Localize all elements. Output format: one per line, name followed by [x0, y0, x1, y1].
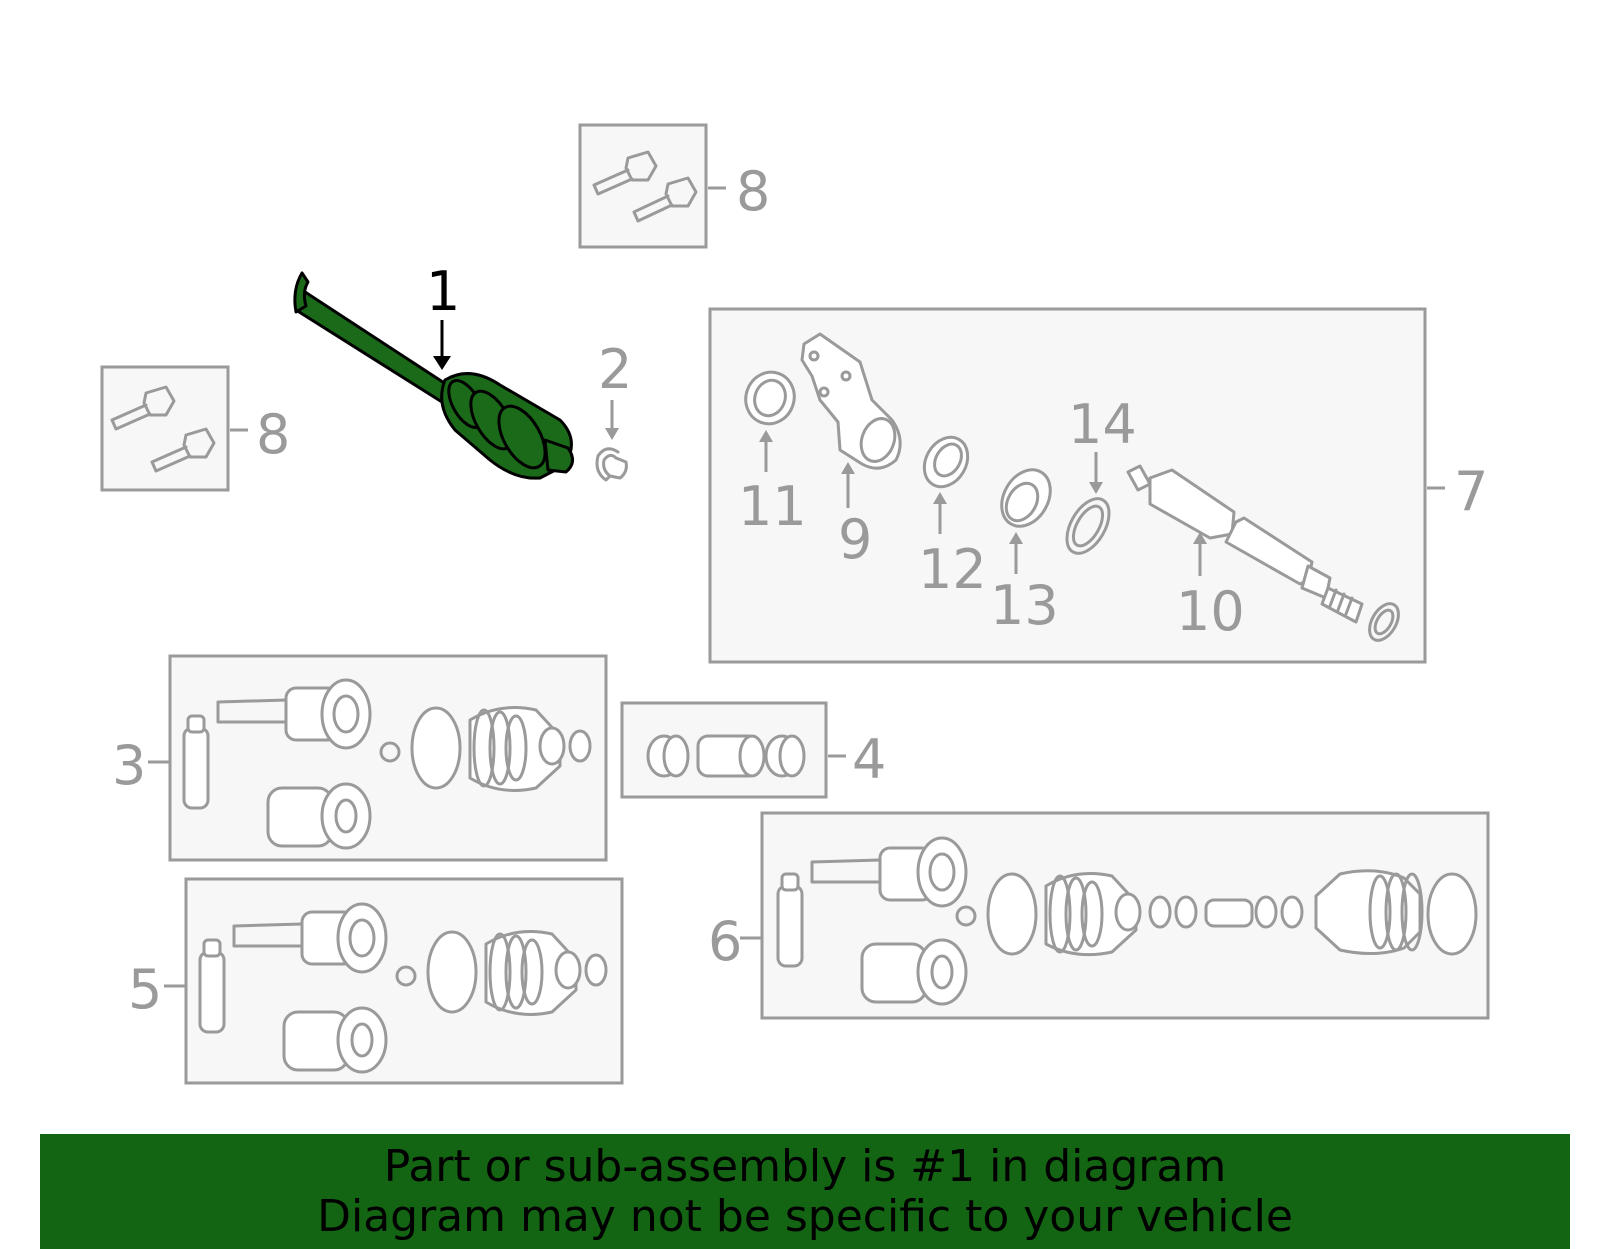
callout-12: 12 [918, 538, 987, 601]
bolt-kit-left[interactable]: 8 [100, 365, 290, 492]
bearing-12[interactable]: 12 [916, 429, 987, 601]
o-ring-14[interactable]: 14 [1058, 393, 1137, 560]
cv-joint-kit-6[interactable]: 6 [708, 811, 1490, 1020]
callout-1: 1 [426, 260, 460, 323]
callout-5: 5 [128, 958, 162, 1021]
banner-line-1: Part or sub-assembly is #1 in diagram [383, 1140, 1227, 1192]
banner-line-2: Diagram may not be specific to your vehi… [317, 1190, 1293, 1242]
cv-joint-kit-5[interactable]: 5 [128, 877, 624, 1085]
callout-14: 14 [1068, 393, 1137, 456]
callout-6: 6 [708, 910, 742, 973]
seal-13[interactable]: 13 [990, 461, 1060, 637]
bolt-kit-top[interactable]: 8 [578, 123, 770, 249]
callout-11: 11 [738, 475, 807, 538]
retaining-clip[interactable]: 2 [595, 338, 632, 482]
callout-7: 7 [1454, 460, 1488, 523]
intermediate-shaft-kit[interactable]: 7 11 9 12 [708, 307, 1488, 664]
callout-8-left: 8 [256, 403, 290, 466]
seal-11[interactable]: 11 [738, 365, 807, 538]
callout-13: 13 [990, 574, 1059, 637]
bracket-9[interactable]: 9 [800, 332, 902, 571]
callout-8-top: 8 [736, 160, 770, 223]
callout-10: 10 [1176, 580, 1245, 643]
cv-joint-kit-3[interactable]: 3 [112, 654, 608, 862]
boot-kit-4[interactable]: 4 [620, 701, 886, 799]
intermediate-shaft-10[interactable]: 10 [1126, 464, 1404, 645]
callout-2: 2 [598, 338, 632, 401]
callout-4: 4 [852, 728, 886, 791]
callout-9: 9 [838, 508, 872, 571]
notice-banner: Part or sub-assembly is #1 in diagram Di… [40, 1134, 1570, 1249]
callout-3: 3 [112, 734, 146, 797]
axle-shaft-highlighted[interactable]: 1 [293, 260, 574, 480]
